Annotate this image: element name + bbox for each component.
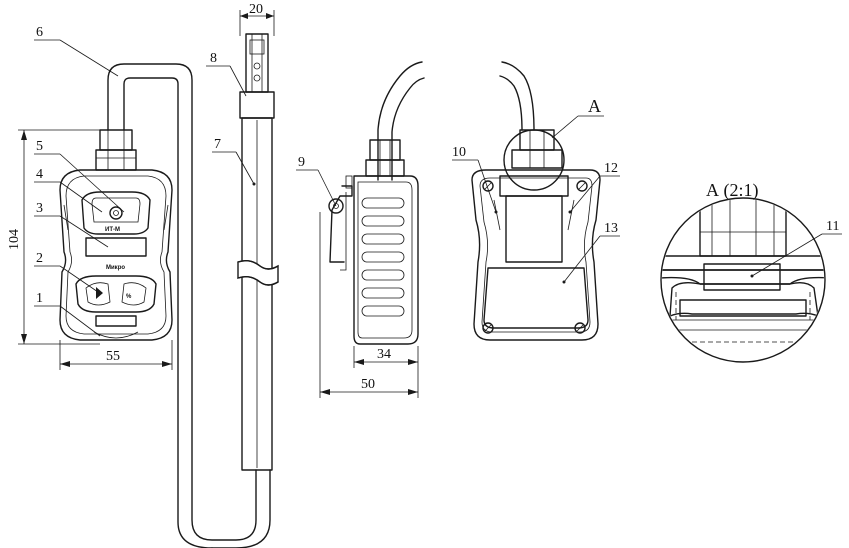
callout-8: 8 — [210, 51, 217, 66]
front-view: ИТ-М Микро % — [59, 129, 173, 341]
detail-a-view: А (2:1) — [660, 180, 826, 363]
side-view: 34 50 — [319, 61, 425, 398]
callout-13: 13 — [604, 221, 618, 236]
callout-leaders — [34, 39, 842, 337]
callout-12: 12 — [604, 161, 618, 176]
callout-numbers: 1 2 3 4 5 6 7 8 9 10 11 12 13 — [36, 25, 839, 306]
cable-and-probe: 20 — [107, 2, 279, 548]
callout-5: 5 — [36, 139, 43, 154]
dim-side-inner: 34 — [377, 347, 391, 362]
callout-9: 9 — [298, 155, 305, 170]
detail-a-label: А (2:1) — [706, 180, 759, 201]
svg-text:%: % — [126, 294, 132, 300]
dim-probe-width: 20 — [249, 2, 263, 17]
front-dimensions: 104 55 — [7, 129, 173, 370]
callout-10: 10 — [452, 145, 466, 160]
callout-6: 6 — [36, 25, 43, 40]
dim-width-front: 55 — [106, 349, 120, 364]
callout-11: 11 — [826, 219, 839, 234]
callout-3: 3 — [36, 201, 43, 216]
callout-7: 7 — [214, 137, 221, 152]
section-a-label: А — [588, 96, 601, 116]
dim-height: 104 — [7, 229, 22, 250]
model-label: ИТ-М — [105, 227, 120, 233]
brand-label: Микро — [106, 265, 125, 271]
dim-side-outer: 50 — [361, 377, 375, 392]
callout-2: 2 — [36, 251, 43, 266]
callout-4: 4 — [36, 167, 43, 182]
callout-1: 1 — [36, 291, 43, 306]
